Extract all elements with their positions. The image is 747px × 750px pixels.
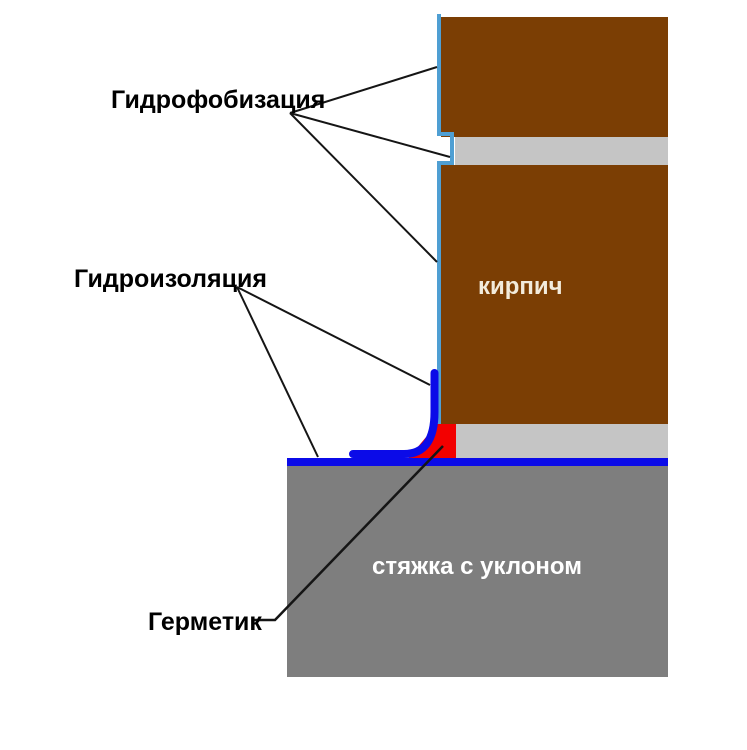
leader-sealant [253, 445, 444, 622]
label-waterproofing: Гидроизоляция [74, 265, 267, 293]
mortar-joint-upper [455, 137, 668, 165]
leader-hydrophobization-lower-brick [289, 112, 438, 263]
label-brick: кирпич [478, 273, 563, 300]
membrane-upturn [349, 369, 439, 458]
leader-waterproofing-upturn [236, 286, 431, 386]
membrane-horizontal [287, 458, 668, 466]
leader-hydrophobization-joint [289, 112, 451, 158]
screed-block [287, 466, 668, 677]
hydrophobic-coating-line [437, 14, 454, 425]
brick-lower [441, 165, 668, 424]
mortar-joint-lower [455, 424, 668, 458]
leader-waterproofing-horizontal [236, 286, 319, 458]
label-hydrophobization: Гидрофобизация [111, 86, 325, 114]
brick-upper [441, 17, 668, 137]
label-screed: стяжка с уклоном [372, 553, 582, 580]
leader-hydrophobization-upper-brick [289, 66, 438, 114]
label-sealant: Герметик [148, 608, 262, 636]
